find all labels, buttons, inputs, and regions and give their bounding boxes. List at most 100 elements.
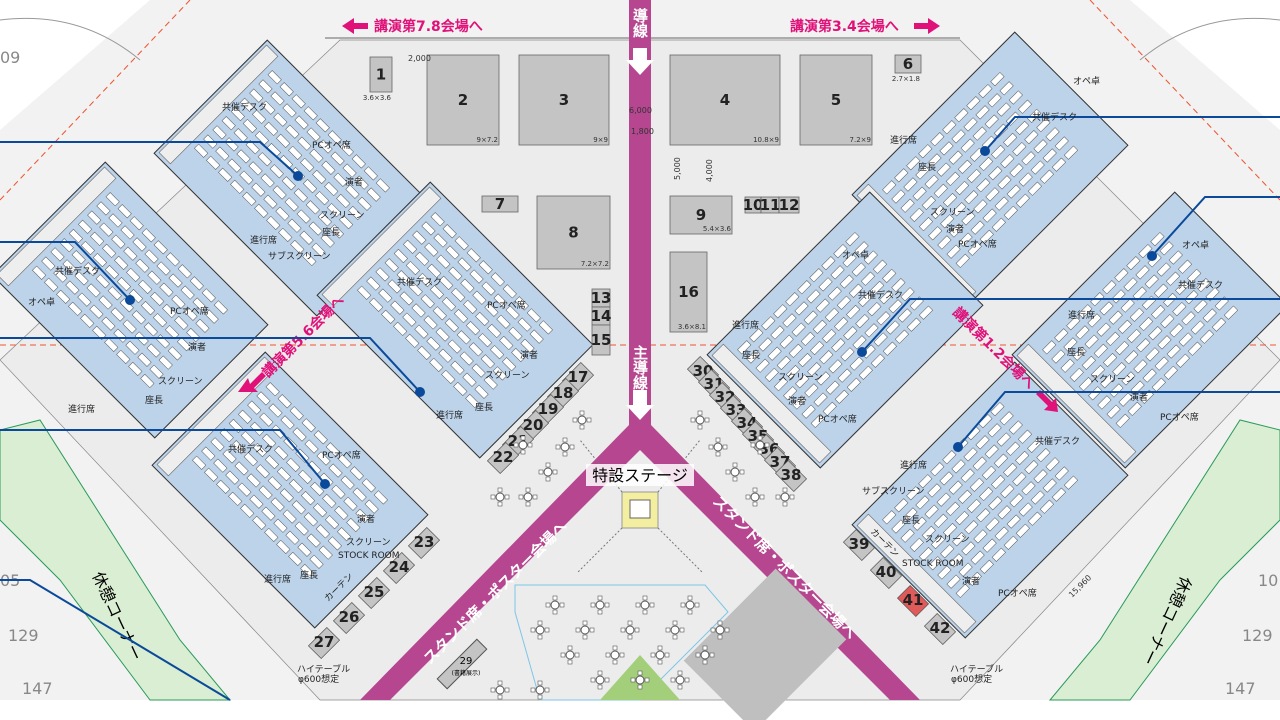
booth-24[interactable]: 24 <box>380 548 419 587</box>
booth-29[interactable] <box>436 638 488 690</box>
seat <box>1154 356 1169 371</box>
booth-40[interactable]: 40 <box>867 553 906 592</box>
seat <box>1003 462 1018 478</box>
seat <box>363 166 378 181</box>
booth-16[interactable]: 163.6×8.1 <box>669 251 708 333</box>
lecture-room[interactable] <box>316 181 594 459</box>
seat <box>74 271 89 286</box>
booth-14[interactable]: 14 <box>591 306 612 326</box>
booth-2[interactable]: 29×7.2 <box>426 54 500 146</box>
booth-39[interactable]: 39 <box>840 525 879 564</box>
seat <box>294 521 309 536</box>
seat <box>979 559 994 574</box>
edge-number: 10 <box>1258 571 1278 590</box>
dimension-label: 1,800 <box>631 127 654 136</box>
high-table-size-right: φ600想定 <box>951 673 992 685</box>
lecture-room[interactable] <box>851 361 1129 639</box>
seat <box>867 302 882 317</box>
seat <box>849 356 864 371</box>
booth-41[interactable]: 41 <box>894 581 933 620</box>
booth-27[interactable]: 27 <box>305 623 344 662</box>
seat <box>894 168 909 183</box>
booth-number: 12 <box>779 196 800 214</box>
booth-8[interactable]: 87.2×7.2 <box>536 195 611 270</box>
round-table <box>620 620 640 640</box>
lecture-room[interactable] <box>706 191 984 469</box>
seat <box>285 530 300 545</box>
seat <box>1178 332 1193 347</box>
seat <box>221 116 236 131</box>
seat <box>1118 392 1133 407</box>
seat <box>156 261 171 276</box>
seat <box>153 240 168 255</box>
round-table <box>690 410 710 430</box>
seat <box>474 384 489 399</box>
seat <box>230 179 245 194</box>
leader-lines <box>0 116 1280 701</box>
booth-number: 17 <box>568 368 589 386</box>
room-label-screen: スクリーン <box>158 376 203 387</box>
booth-number: 1 <box>376 66 386 84</box>
seat <box>469 269 484 284</box>
seat <box>1075 325 1090 340</box>
room-label-pc-op: PCオペ席 <box>998 587 1037 599</box>
booth-38[interactable]: 38 <box>772 456 811 495</box>
seat <box>290 239 305 255</box>
seat <box>979 486 994 502</box>
booth-26[interactable]: 26 <box>330 598 369 637</box>
booth-42[interactable]: 42 <box>921 609 960 648</box>
seat <box>967 241 982 256</box>
seat <box>120 225 135 240</box>
seat <box>301 418 316 433</box>
seat <box>906 317 922 332</box>
room-label-progress: 進行席 <box>1068 309 1095 321</box>
booth-6[interactable]: 62.7×1.8 <box>892 54 922 83</box>
seat <box>1199 329 1214 344</box>
room-label-sub-screen: サブスクリーン <box>862 485 925 497</box>
seat <box>242 118 257 134</box>
seat <box>846 377 861 392</box>
seat <box>487 323 502 339</box>
booth-5[interactable]: 57.2×9 <box>799 54 873 146</box>
seat <box>32 265 47 280</box>
main-route-label: 主導線 <box>631 344 649 391</box>
booth-1[interactable]: 13.6×3.6 <box>363 56 393 102</box>
direction-hall-78[interactable]: 講演第7.8会場へ <box>342 18 483 35</box>
seat <box>177 264 192 279</box>
direction-hall-34[interactable]: 講演第3.4会場へ <box>790 18 940 35</box>
seat <box>858 365 873 380</box>
seat <box>807 362 822 377</box>
seat <box>888 299 903 314</box>
booth-7[interactable]: 7 <box>481 195 519 213</box>
booth-9[interactable]: 95.4×3.6 <box>669 195 733 235</box>
booth-25[interactable]: 25 <box>355 573 394 612</box>
seat <box>144 249 159 264</box>
seat <box>300 563 315 579</box>
booth-11[interactable]: 11 <box>760 196 781 214</box>
seat <box>493 293 508 308</box>
room-label-chair: 座長 <box>1067 346 1085 358</box>
seat <box>949 553 964 568</box>
booth-23[interactable]: 23 <box>405 523 444 562</box>
booth-15[interactable]: 15 <box>591 324 612 356</box>
seat <box>997 175 1012 190</box>
booth-22[interactable]: 22 <box>484 438 523 477</box>
booth-4[interactable]: 410.8×9 <box>669 54 781 146</box>
booth-number: 27 <box>314 633 335 651</box>
room-label-op-table: オペ卓 <box>1073 75 1100 87</box>
room-label-speaker: 演者 <box>788 395 806 407</box>
seat <box>1012 142 1027 157</box>
seat <box>882 180 897 195</box>
booth-3[interactable]: 39×9 <box>518 54 610 146</box>
round-table <box>745 487 765 507</box>
seat <box>773 304 788 319</box>
main-route <box>360 0 920 700</box>
seat <box>269 164 284 179</box>
seat <box>991 547 1006 562</box>
booth-10[interactable]: 10 <box>743 196 764 214</box>
lecture-room[interactable] <box>153 39 431 317</box>
seat <box>116 349 131 364</box>
round-table <box>630 670 650 690</box>
booth-12[interactable]: 12 <box>779 196 800 214</box>
booth-13[interactable]: 13 <box>591 288 612 308</box>
